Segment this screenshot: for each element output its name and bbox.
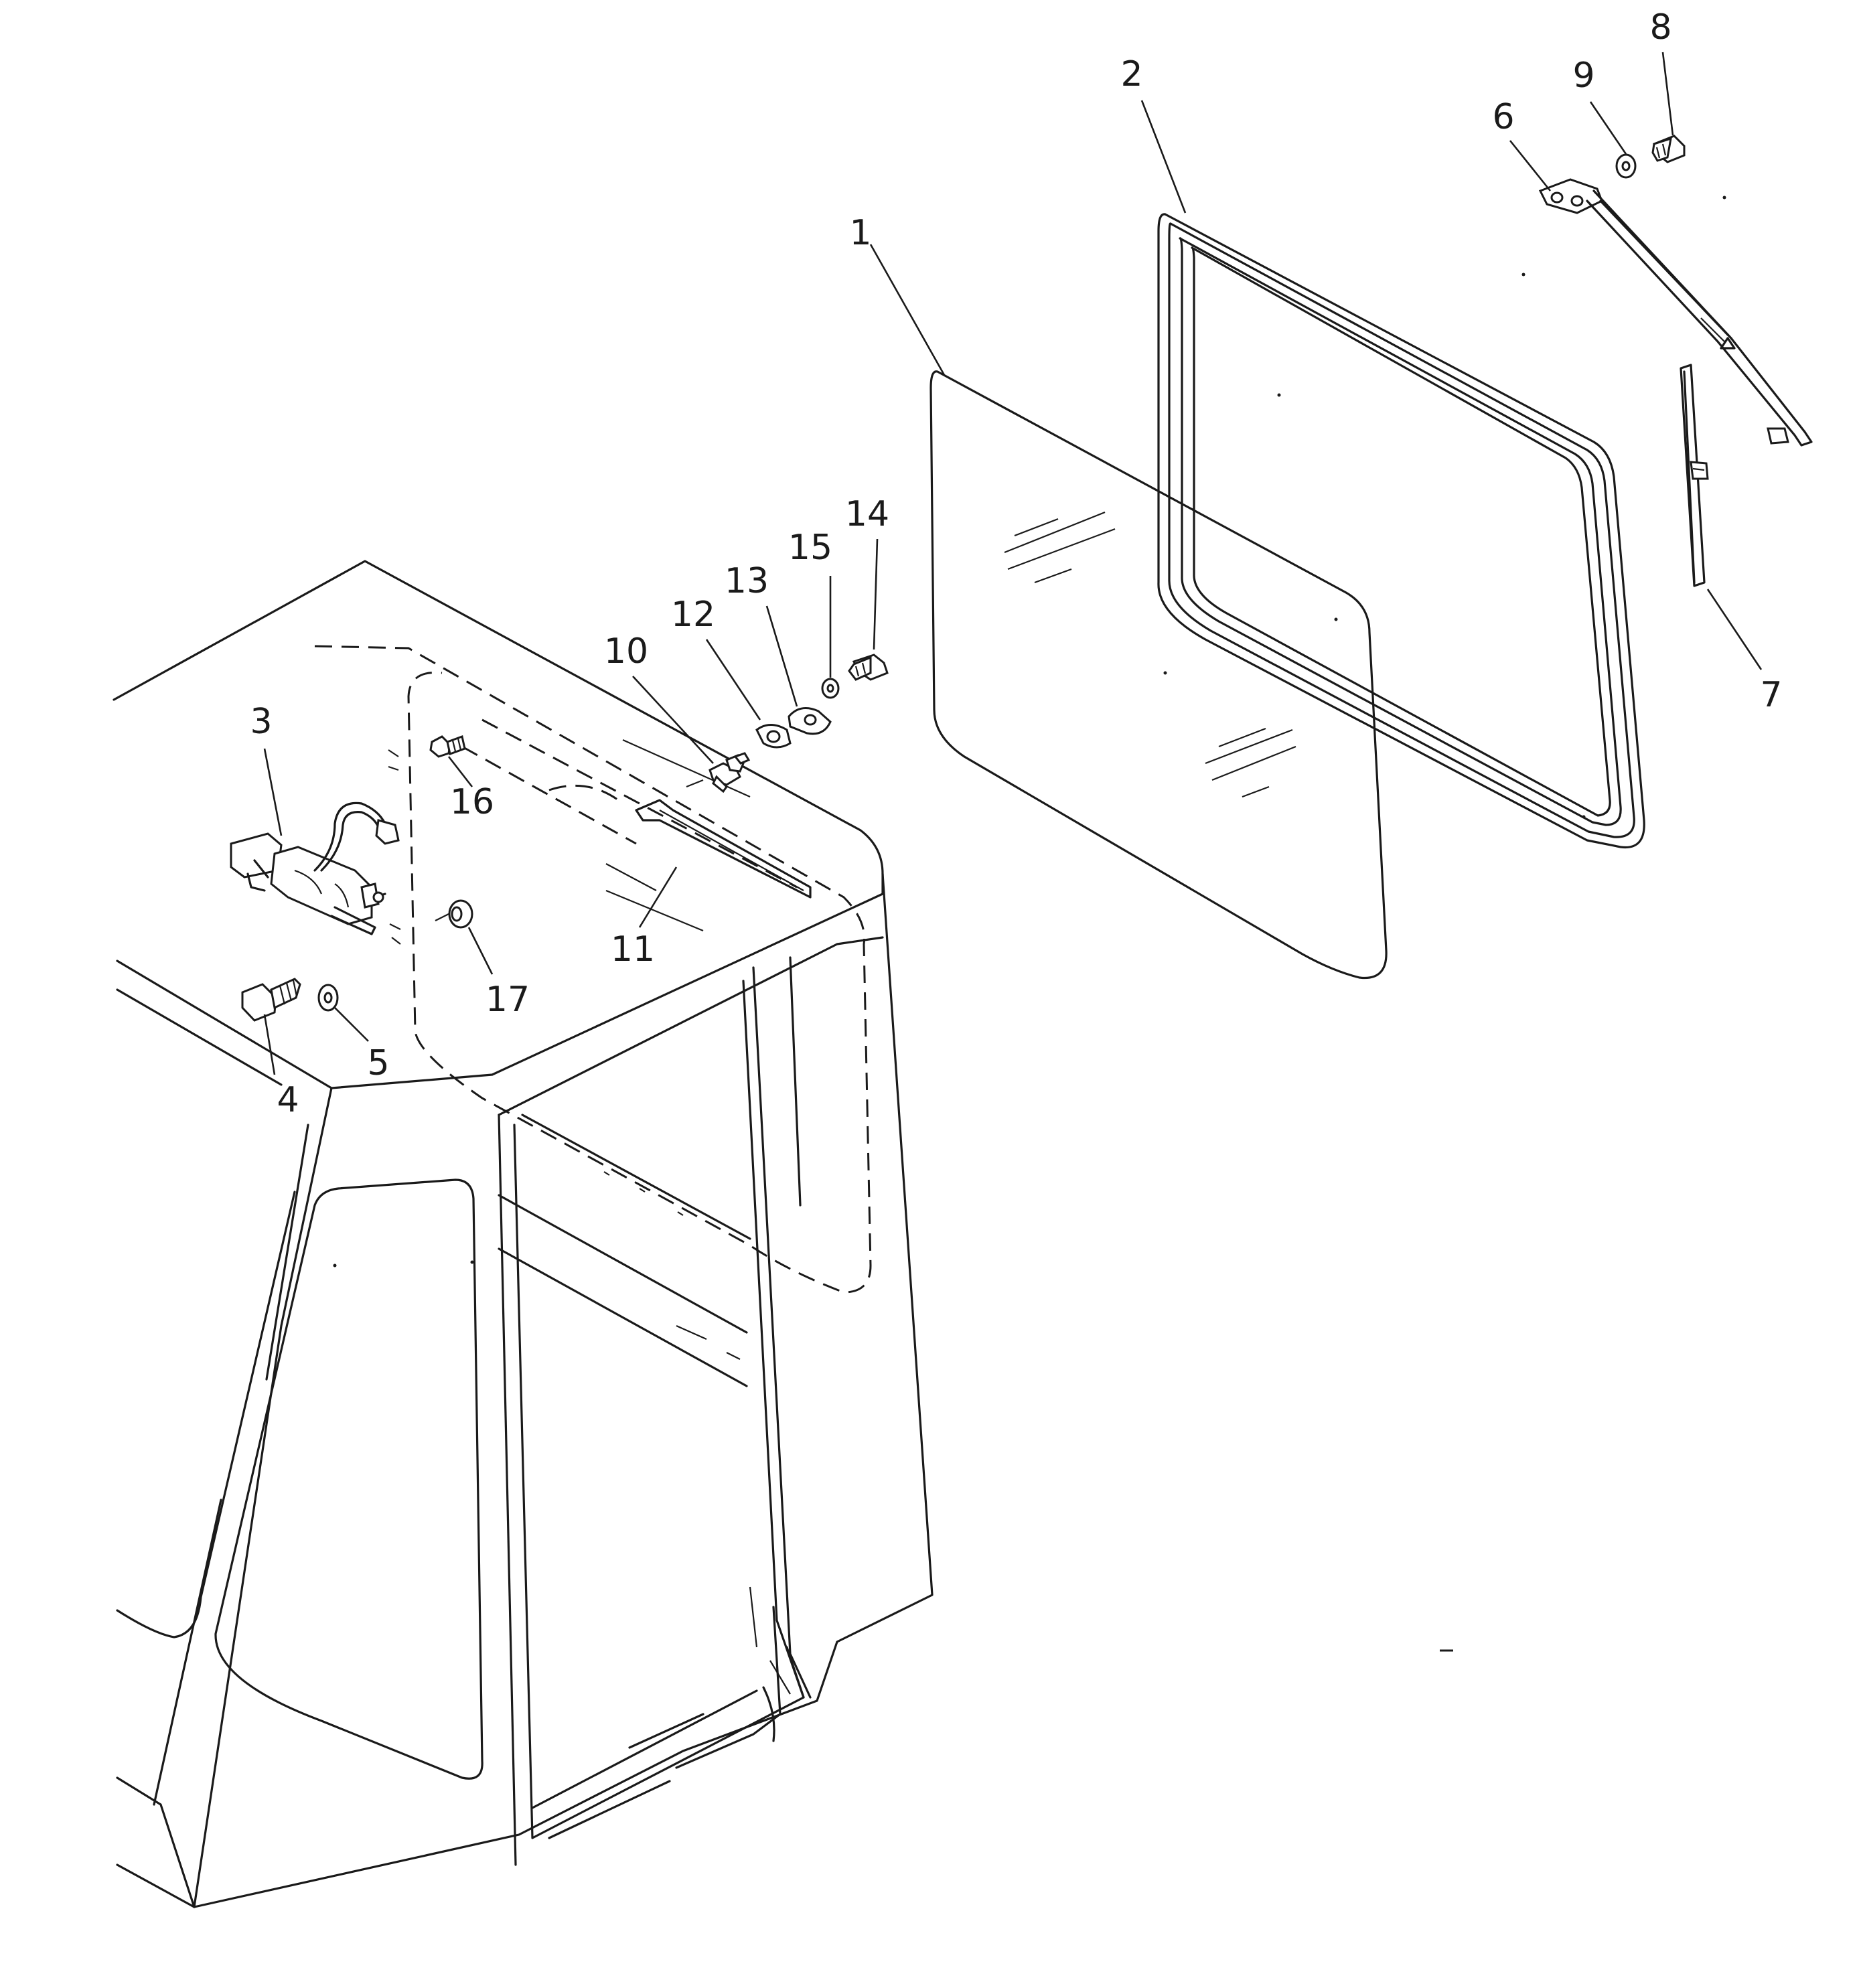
bolt-8 [1651,135,1686,163]
washer-5 [317,984,339,1012]
window-glass [929,370,1388,980]
callout-13: 13 [725,561,769,601]
callout-6: 6 [1492,97,1514,137]
wiper-arm-6 [1538,178,1813,447]
leader-3 [263,748,283,836]
leader-2 [1140,100,1187,214]
leader-8 [1661,52,1674,136]
leader-6 [1509,140,1552,192]
callout-4: 4 [277,1080,299,1120]
bolt-14 [848,654,889,681]
window-seal [1157,213,1645,849]
leader-10 [632,676,714,764]
callout-14: 14 [845,494,889,534]
callout-9: 9 [1572,56,1594,96]
callout-16: 16 [450,782,494,822]
cab-body [113,560,934,1908]
callout-1: 1 [849,213,871,253]
callout-2: 2 [1120,54,1142,94]
callout-11: 11 [611,929,655,970]
scan-specks [333,196,1726,1652]
cushion-17 [435,899,473,929]
leader-4 [263,1014,276,1075]
gasket-12 [755,724,792,749]
wiper-motor [230,801,400,935]
leader-13 [765,605,798,707]
plate-13 [788,707,832,735]
washer-15 [821,678,840,699]
leader-12 [705,639,761,720]
link-rod-11 [635,799,812,899]
washer-9 [1615,153,1637,179]
callout-12: 12 [671,595,715,635]
leader-16 [447,756,473,787]
leader-14 [873,538,879,650]
leader-9 [1589,101,1627,155]
callout-8: 8 [1649,7,1671,48]
bolt-4 [241,978,301,1022]
callout-5: 5 [367,1043,389,1083]
callout-15: 15 [788,528,832,568]
leader-11 [638,866,678,928]
callouts: 1 2 3 4 5 6 7 8 9 10 11 12 13 14 15 16 1… [250,7,1782,1120]
leader-5 [334,1007,369,1042]
callout-10: 10 [604,631,648,672]
leader-lines [263,52,1763,1075]
pivot-shaft-10 [686,752,751,793]
callout-7: 7 [1760,675,1782,715]
callout-17: 17 [486,980,530,1020]
leader-1 [869,244,946,376]
leader-17 [467,927,494,975]
wiper-blade-7 [1680,364,1709,587]
bolt-16 [429,735,466,758]
leader-7 [1706,589,1763,670]
callout-3: 3 [250,702,272,742]
